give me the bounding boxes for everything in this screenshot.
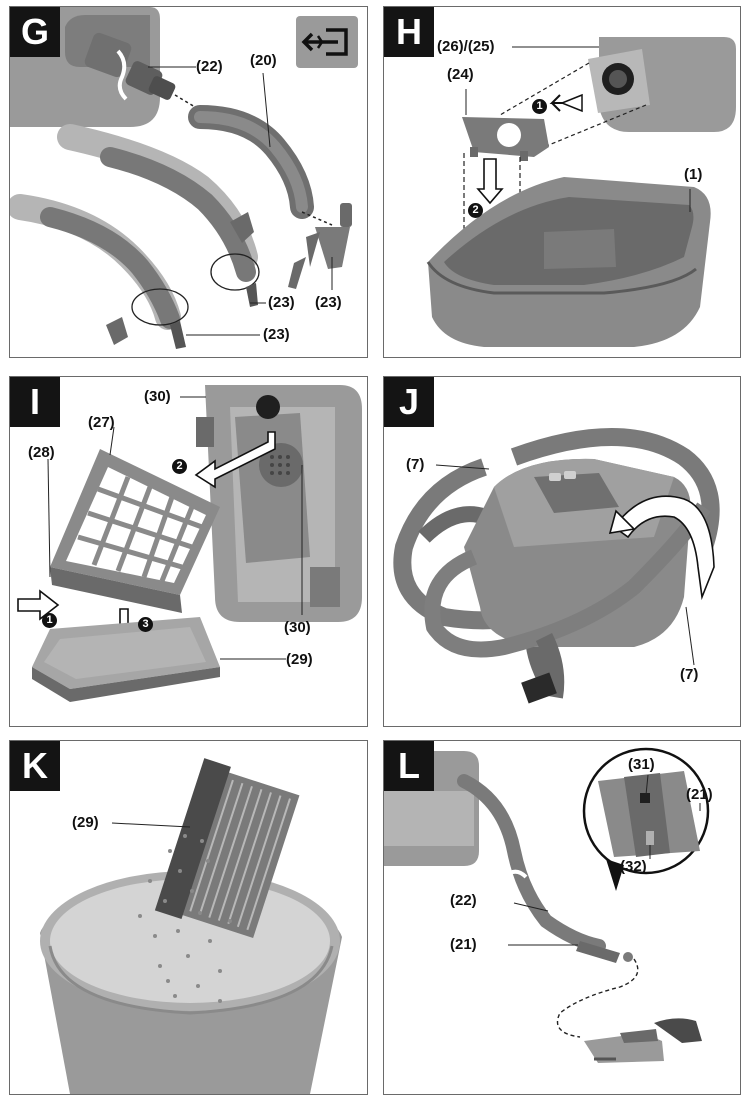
label-22: (22) [450, 892, 477, 909]
panel-i-letter: I [10, 377, 60, 427]
panel-g: G (22) (20) (23) (23) (23) [9, 6, 368, 358]
panel-l-letter: L [384, 741, 434, 791]
panel-k: K (29) [9, 740, 368, 1095]
hose-connect-icon [296, 16, 358, 68]
panel-h: H (26)/(25) (24) (1) 1 2 [383, 6, 741, 358]
label-27: (27) [88, 414, 115, 431]
panel-j-illustration [393, 428, 720, 704]
label-7-top: (7) [406, 456, 425, 473]
label-28: (28) [28, 444, 55, 461]
panel-g-illustration [10, 7, 352, 349]
step-2-marker: 2 [468, 203, 483, 218]
panel-j: J (7) (7) [383, 376, 741, 727]
step-3-marker: 3 [138, 617, 153, 632]
label-29: (29) [72, 814, 99, 831]
label-30-bottom: (30) [284, 619, 311, 636]
step-2-marker: 2 [172, 459, 187, 474]
panel-h-letter: H [384, 7, 434, 57]
label-23-middle: (23) [268, 294, 295, 311]
step-1-marker: 1 [42, 613, 57, 628]
panel-k-illustration [40, 758, 342, 1094]
panel-h-illustration [426, 37, 736, 347]
label-30-top: (30) [144, 388, 171, 405]
label-32: (32) [620, 858, 647, 875]
panel-k-letter: K [10, 741, 60, 791]
label-21: (21) [450, 936, 477, 953]
panel-i-illustration [17, 385, 362, 702]
label-20: (20) [250, 52, 277, 69]
label-1: (1) [684, 166, 703, 183]
panel-g-letter: G [10, 7, 60, 57]
panel-j-letter: J [384, 377, 434, 427]
label-26-25: (26)/(25) [437, 38, 495, 55]
panel-l: L (31) (21) (32) (22) (21) [383, 740, 741, 1095]
label-22: (22) [196, 58, 223, 75]
step-1-marker: 1 [532, 99, 547, 114]
label-29: (29) [286, 651, 313, 668]
label-31: (31) [628, 756, 655, 773]
label-23-bottom: (23) [263, 326, 290, 343]
hose-connect-icon-glyph [301, 28, 348, 56]
label-24: (24) [447, 66, 474, 83]
label-23-right: (23) [315, 294, 342, 311]
label-7-bottom: (7) [680, 666, 699, 683]
label-21-inset: (21) [686, 786, 713, 803]
panel-i: I (30) (27) (28) (30) (29) 2 1 3 [9, 376, 368, 727]
